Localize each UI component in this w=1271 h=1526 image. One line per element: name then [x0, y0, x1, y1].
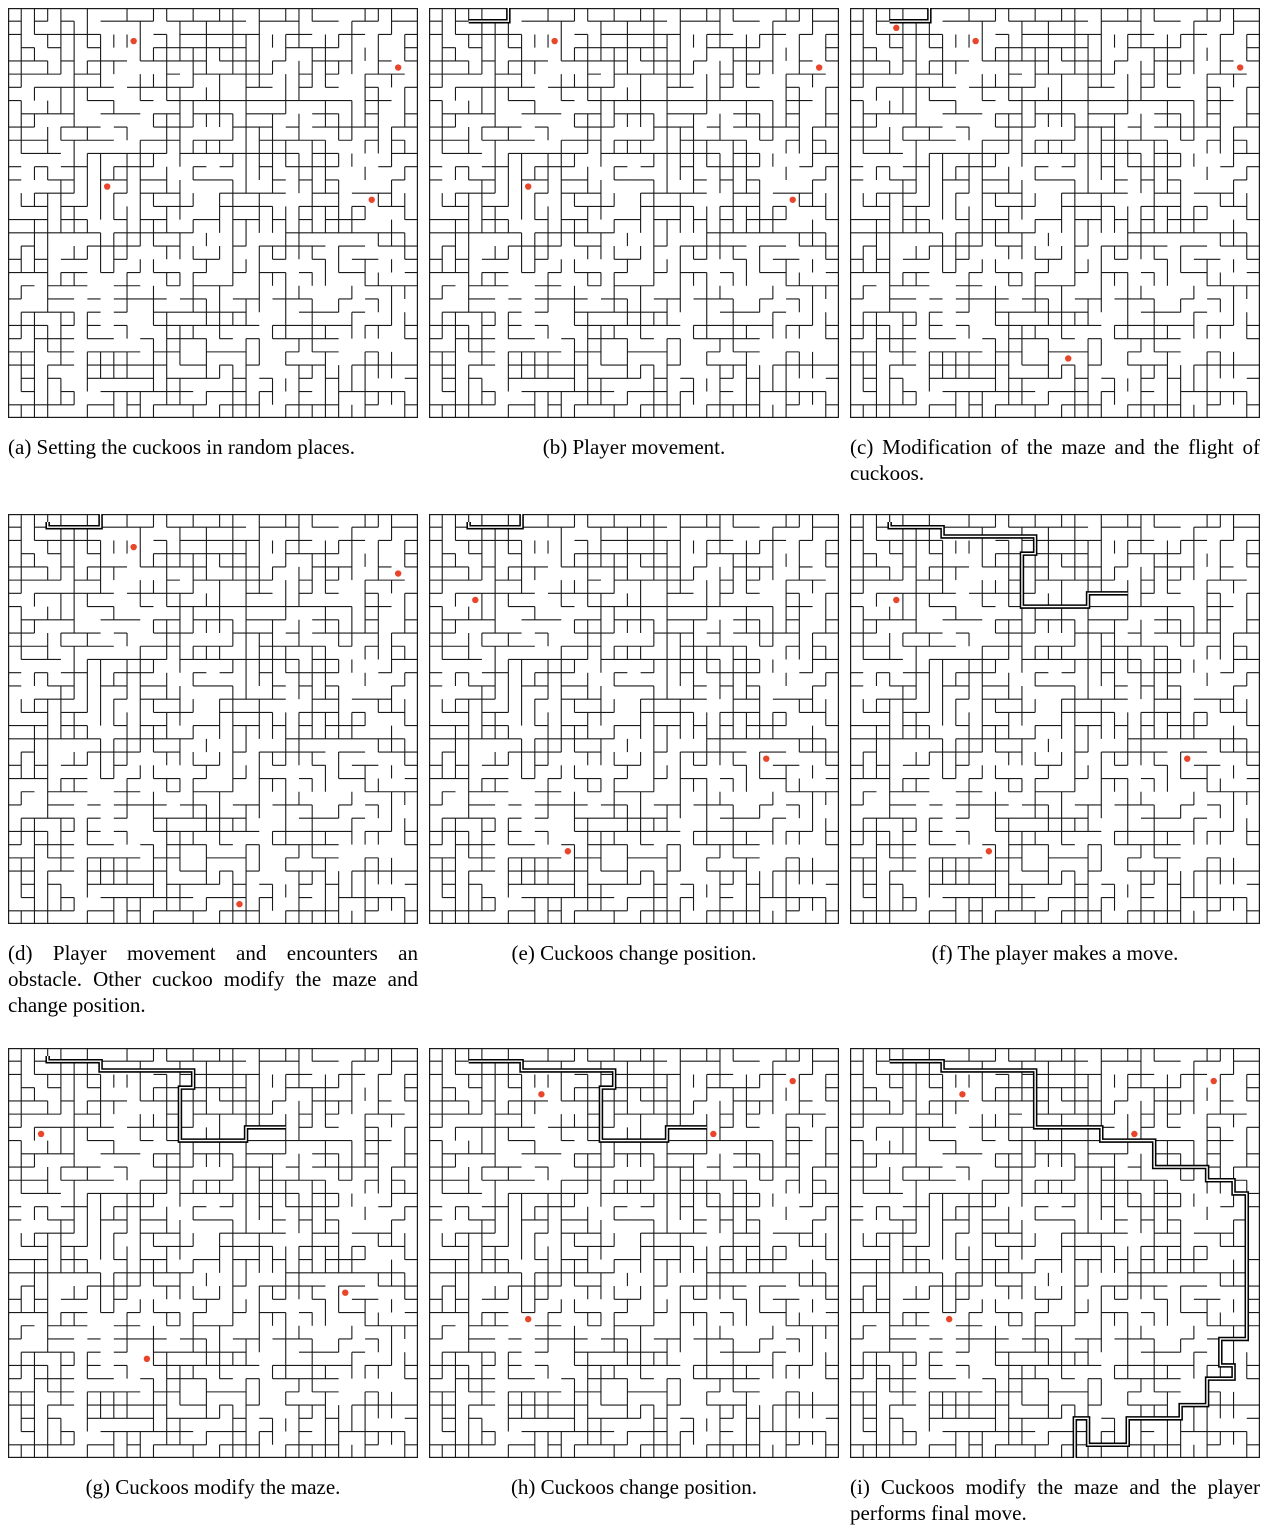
maze-walls	[8, 514, 418, 924]
maze-walls	[850, 8, 1260, 418]
maze-h	[429, 1048, 839, 1458]
cuckoo-marker	[538, 1091, 544, 1097]
maze-walls	[8, 1048, 418, 1458]
maze-border	[851, 515, 1260, 924]
panel-a: (a) Setting the cuckoos in random places…	[8, 8, 418, 460]
maze-border	[9, 515, 418, 924]
cuckoo-marker	[395, 570, 401, 576]
maze-border	[430, 515, 839, 924]
cuckoo-marker	[1237, 64, 1243, 70]
maze-border	[851, 1049, 1260, 1458]
maze-b	[429, 8, 839, 418]
cuckoo-marker	[893, 25, 899, 31]
maze-border	[851, 9, 1260, 418]
cuckoo-marker	[710, 1131, 716, 1137]
maze-g	[8, 1048, 418, 1458]
cuckoo-marker	[369, 197, 375, 203]
maze-border	[9, 1049, 418, 1458]
maze-border	[9, 9, 418, 418]
panel-b: (b) Player movement.	[429, 8, 839, 460]
maze-border	[430, 1049, 839, 1458]
panel-c: (c) Modification of the maze and the fli…	[850, 8, 1260, 486]
cuckoo-marker	[236, 901, 242, 907]
cuckoo-marker	[790, 1078, 796, 1084]
cuckoo-marker	[1211, 1078, 1217, 1084]
cuckoo-marker	[1065, 355, 1071, 361]
cuckoo-marker	[1131, 1131, 1137, 1137]
cuckoo-marker	[1184, 755, 1190, 761]
player-path-outline	[469, 514, 522, 527]
caption-g: (g) Cuckoos modify the maze.	[8, 1474, 418, 1500]
cuckoo-marker	[946, 1316, 952, 1322]
cuckoo-marker	[130, 544, 136, 550]
caption-c: (c) Modification of the maze and the fli…	[850, 434, 1260, 486]
maze-walls	[850, 1048, 1260, 1458]
cuckoo-marker	[893, 597, 899, 603]
player-path-outline	[469, 8, 509, 21]
maze-c	[850, 8, 1260, 418]
cuckoo-marker	[104, 183, 110, 189]
caption-h: (h) Cuckoos change position.	[429, 1474, 839, 1500]
panel-d: (d) Player movement and encounters an ob…	[8, 514, 418, 1018]
cuckoo-marker	[972, 38, 978, 44]
maze-f	[850, 514, 1260, 924]
cuckoo-marker	[472, 597, 478, 603]
cuckoo-marker	[565, 848, 571, 854]
maze-a	[8, 8, 418, 418]
maze-i	[850, 1048, 1260, 1458]
cuckoo-marker	[525, 1316, 531, 1322]
panel-h: (h) Cuckoos change position.	[429, 1048, 839, 1500]
panel-g: (g) Cuckoos modify the maze.	[8, 1048, 418, 1500]
panel-f: (f) The player makes a move.	[850, 514, 1260, 966]
panel-e: (e) Cuckoos change position.	[429, 514, 839, 966]
cuckoo-marker	[816, 64, 822, 70]
panel-i: (i) Cuckoos modify the maze and the play…	[850, 1048, 1260, 1526]
caption-d: (d) Player movement and encounters an ob…	[8, 940, 418, 1018]
cuckoo-marker	[790, 197, 796, 203]
maze-walls	[429, 8, 839, 418]
cuckoo-marker	[395, 64, 401, 70]
cuckoo-marker	[551, 38, 557, 44]
maze-walls	[429, 1048, 839, 1458]
maze-walls	[8, 8, 418, 418]
maze-walls	[429, 514, 839, 924]
maze-border	[430, 9, 839, 418]
player-path-outline	[890, 8, 930, 21]
cuckoo-marker	[763, 755, 769, 761]
caption-b: (b) Player movement.	[429, 434, 839, 460]
caption-e: (e) Cuckoos change position.	[429, 940, 839, 966]
maze-d	[8, 514, 418, 924]
cuckoo-marker	[986, 848, 992, 854]
maze-walls	[850, 514, 1260, 924]
cuckoo-marker	[130, 38, 136, 44]
cuckoo-marker	[38, 1131, 44, 1137]
cuckoo-marker	[525, 183, 531, 189]
caption-i: (i) Cuckoos modify the maze and the play…	[850, 1474, 1260, 1526]
cuckoo-marker	[144, 1356, 150, 1362]
caption-a: (a) Setting the cuckoos in random places…	[8, 434, 418, 460]
maze-e	[429, 514, 839, 924]
player-path-outline	[48, 514, 101, 527]
caption-f: (f) The player makes a move.	[850, 940, 1260, 966]
cuckoo-marker	[342, 1289, 348, 1295]
cuckoo-marker	[959, 1091, 965, 1097]
